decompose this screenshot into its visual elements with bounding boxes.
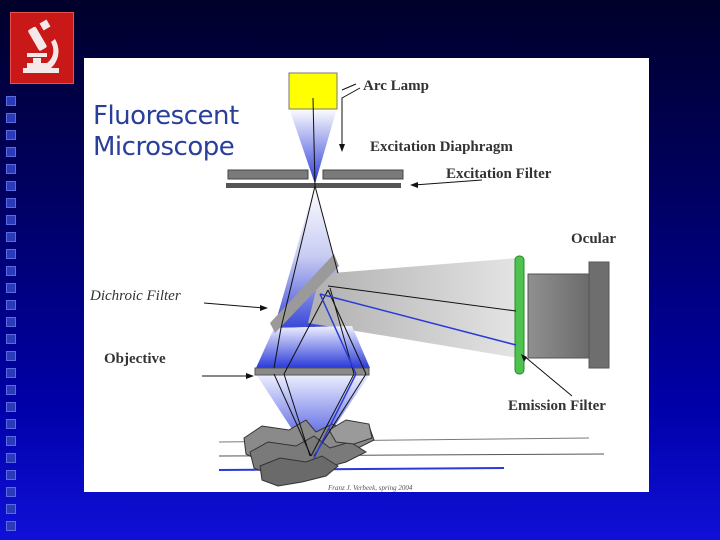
ocular [527,273,593,359]
bullet-square [6,368,16,378]
bullet-square [6,147,16,157]
bullet-square [6,266,16,276]
diagram-title-line1: Fluorescent [93,101,239,131]
bullet-strip [4,96,16,531]
bullet-square [6,317,16,327]
bullet-square [6,300,16,310]
bullet-square [6,487,16,497]
label-objective: Objective [104,351,166,367]
bullet-square [6,436,16,446]
bullet-square [6,470,16,480]
bullet-square [6,453,16,463]
ocular-eyepiece [588,261,610,369]
lamp-beam [289,108,337,184]
bullet-square [6,283,16,293]
credit: Franz J. Verbeek, spring 2004 [328,484,413,492]
emission-beam [308,258,518,358]
logo [10,12,74,84]
dichroic-beam [256,326,370,368]
microscope-icon [23,19,59,73]
diagram-panel: Fluorescent Microscope Arc Lamp Excitati… [84,58,649,492]
bullet-square [6,215,16,225]
bullet-square [6,334,16,344]
bullet-square [6,96,16,106]
bullet-square [6,419,16,429]
emission-ray [313,373,357,459]
arrow-heads [246,144,527,379]
label-dichroic-filter: Dichroic Filter [90,288,181,304]
label-excitation-diaphragm: Excitation Diaphragm [370,139,513,155]
emission-filter [514,255,525,375]
bullet-square [6,232,16,242]
bullet-square [6,521,16,531]
label-excitation-filter: Excitation Filter [446,166,552,182]
objective-beam [256,374,370,460]
bullet-square [6,181,16,191]
emission-ray [319,293,357,375]
leader-lines [202,83,573,397]
excitation-filter-right [322,169,404,180]
excitation-filter-left [227,169,309,180]
bullet-square [6,198,16,208]
bullet-square [6,249,16,259]
specimen [243,419,375,487]
bullet-square [6,130,16,140]
label-ocular: Ocular [571,231,616,247]
bullet-square [6,402,16,412]
bullet-square [6,385,16,395]
excitation-diaphragm [226,183,401,188]
bullet-square [6,164,16,174]
bullet-square [6,351,16,361]
objective-lens [254,367,370,376]
bullet-square [6,504,16,514]
label-emission-filter: Emission Filter [508,398,606,414]
dichroic-filter [270,254,339,333]
diagram-title-line2: Microscope [93,132,235,162]
label-arc-lamp: Arc Lamp [363,78,429,94]
emission-ray [319,293,517,346]
microscope-diagram [202,72,610,487]
bullet-square [6,113,16,123]
